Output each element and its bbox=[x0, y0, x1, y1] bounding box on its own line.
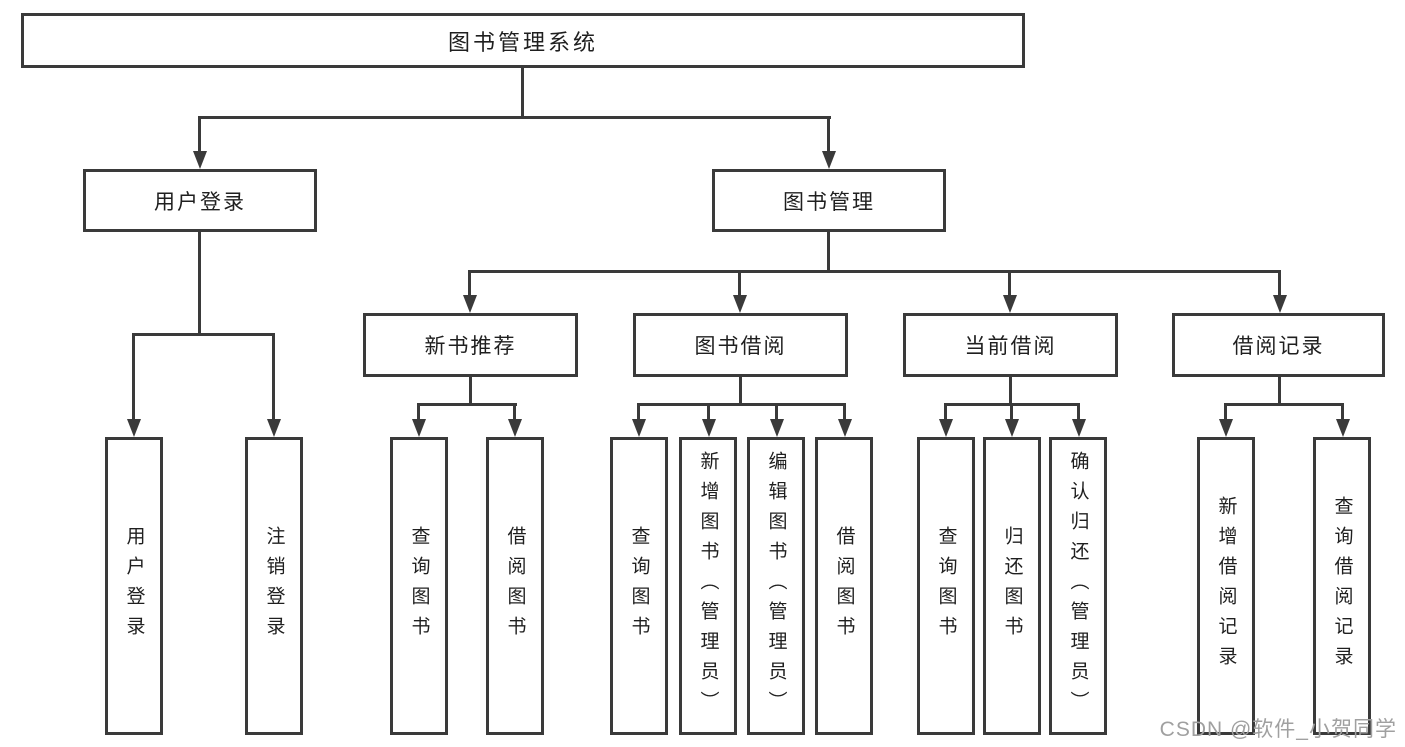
leaf-borrow-books: 借阅图书 bbox=[815, 437, 873, 735]
connector-line bbox=[1224, 403, 1344, 406]
leaf-label: 用户登录 bbox=[123, 526, 145, 646]
leaf-label: 归还图书 bbox=[1001, 526, 1023, 646]
connector-line bbox=[198, 118, 201, 155]
arrow-down-icon bbox=[1219, 419, 1233, 437]
connector-line bbox=[1278, 377, 1281, 405]
node-label: 借阅记录 bbox=[1232, 335, 1325, 358]
node-label: 图书借阅 bbox=[694, 335, 787, 358]
connector-line bbox=[469, 377, 472, 405]
arrow-down-icon bbox=[127, 419, 141, 437]
leaf-label: 编辑图书（管理员） bbox=[765, 451, 787, 721]
arrow-down-icon bbox=[770, 419, 784, 437]
leaf-return-books: 归还图书 bbox=[983, 437, 1041, 735]
leaf-label: 新增图书（管理员） bbox=[697, 451, 719, 721]
connector-line bbox=[132, 335, 135, 419]
arrow-down-icon bbox=[267, 419, 281, 437]
connector-line bbox=[1224, 405, 1227, 419]
connector-line bbox=[513, 405, 516, 419]
connector-line bbox=[827, 232, 830, 272]
watermark: CSDN @软件_小贺同学 bbox=[1159, 718, 1397, 741]
connector-line bbox=[843, 405, 846, 419]
leaf-query-books-current: 查询图书 bbox=[917, 437, 975, 735]
connector-line bbox=[417, 405, 420, 419]
arrow-down-icon bbox=[733, 295, 747, 313]
leaf-query-borrow-record: 查询借阅记录 bbox=[1313, 437, 1371, 735]
leaf-add-borrow-record: 新增借阅记录 bbox=[1197, 437, 1255, 735]
leaf-label: 查询图书 bbox=[935, 526, 957, 646]
node-label: 图书管理系统 bbox=[447, 29, 598, 55]
connector-line bbox=[468, 270, 1281, 273]
leaf-label: 确认归还（管理员） bbox=[1067, 451, 1089, 721]
connector-line bbox=[468, 272, 471, 296]
node-book-borrowing: 图书借阅 bbox=[633, 313, 848, 377]
node-label: 用户登录 bbox=[154, 190, 246, 214]
connector-line bbox=[1010, 405, 1013, 419]
connector-line bbox=[1009, 377, 1012, 405]
connector-line bbox=[637, 403, 846, 406]
arrow-down-icon bbox=[822, 151, 836, 169]
leaf-query-books-recommend: 查询图书 bbox=[390, 437, 448, 735]
connector-line bbox=[132, 333, 275, 336]
arrow-down-icon bbox=[632, 419, 646, 437]
node-borrowing-records: 借阅记录 bbox=[1172, 313, 1385, 377]
connector-line bbox=[1278, 272, 1281, 296]
node-current-borrowing: 当前借阅 bbox=[903, 313, 1118, 377]
connector-line bbox=[944, 403, 1080, 406]
leaf-edit-books-admin: 编辑图书（管理员） bbox=[747, 437, 805, 735]
arrow-down-icon bbox=[1336, 419, 1350, 437]
connector-line bbox=[198, 232, 201, 336]
leaf-label: 查询图书 bbox=[628, 526, 650, 646]
connector-line bbox=[521, 68, 524, 118]
leaf-label: 借阅图书 bbox=[504, 526, 526, 646]
connector-line bbox=[1341, 405, 1344, 419]
leaf-logout: 注销登录 bbox=[245, 437, 303, 735]
node-label: 新书推荐 bbox=[424, 335, 517, 358]
connector-line bbox=[738, 272, 741, 296]
node-label: 图书管理 bbox=[783, 190, 875, 214]
leaf-label: 注销登录 bbox=[263, 526, 285, 646]
arrow-down-icon bbox=[412, 419, 426, 437]
arrow-down-icon bbox=[838, 419, 852, 437]
connector-line bbox=[775, 405, 778, 419]
node-library-management-system: 图书管理系统 bbox=[21, 13, 1025, 68]
node-book-management: 图书管理 bbox=[712, 169, 946, 232]
arrow-down-icon bbox=[1273, 295, 1287, 313]
leaf-confirm-return-admin: 确认归还（管理员） bbox=[1049, 437, 1107, 735]
arrow-down-icon bbox=[1072, 419, 1086, 437]
node-user-login: 用户登录 bbox=[83, 169, 317, 232]
connector-line bbox=[739, 377, 742, 405]
arrow-down-icon bbox=[939, 419, 953, 437]
leaf-label: 新增借阅记录 bbox=[1215, 496, 1237, 676]
leaf-borrow-books-recommend: 借阅图书 bbox=[486, 437, 544, 735]
arrow-down-icon bbox=[508, 419, 522, 437]
connector-line bbox=[1008, 272, 1011, 296]
connector-line bbox=[1077, 405, 1080, 419]
arrow-down-icon bbox=[1003, 295, 1017, 313]
connector-line bbox=[198, 116, 831, 119]
leaf-label: 借阅图书 bbox=[833, 526, 855, 646]
arrow-down-icon bbox=[1005, 419, 1019, 437]
node-label: 当前借阅 bbox=[964, 335, 1057, 358]
connector-line bbox=[637, 405, 640, 419]
arrow-down-icon bbox=[463, 295, 477, 313]
node-new-book-recommend: 新书推荐 bbox=[363, 313, 578, 377]
arrow-down-icon bbox=[193, 151, 207, 169]
connector-line bbox=[417, 403, 517, 406]
leaf-label: 查询图书 bbox=[408, 526, 430, 646]
leaf-add-books-admin: 新增图书（管理员） bbox=[679, 437, 737, 735]
connector-line bbox=[707, 405, 710, 419]
leaf-user-login: 用户登录 bbox=[105, 437, 163, 735]
connector-line bbox=[827, 118, 830, 155]
leaf-query-books-borrow: 查询图书 bbox=[610, 437, 668, 735]
connector-line bbox=[944, 405, 947, 419]
connector-line bbox=[272, 335, 275, 419]
arrow-down-icon bbox=[702, 419, 716, 437]
leaf-label: 查询借阅记录 bbox=[1331, 496, 1353, 676]
